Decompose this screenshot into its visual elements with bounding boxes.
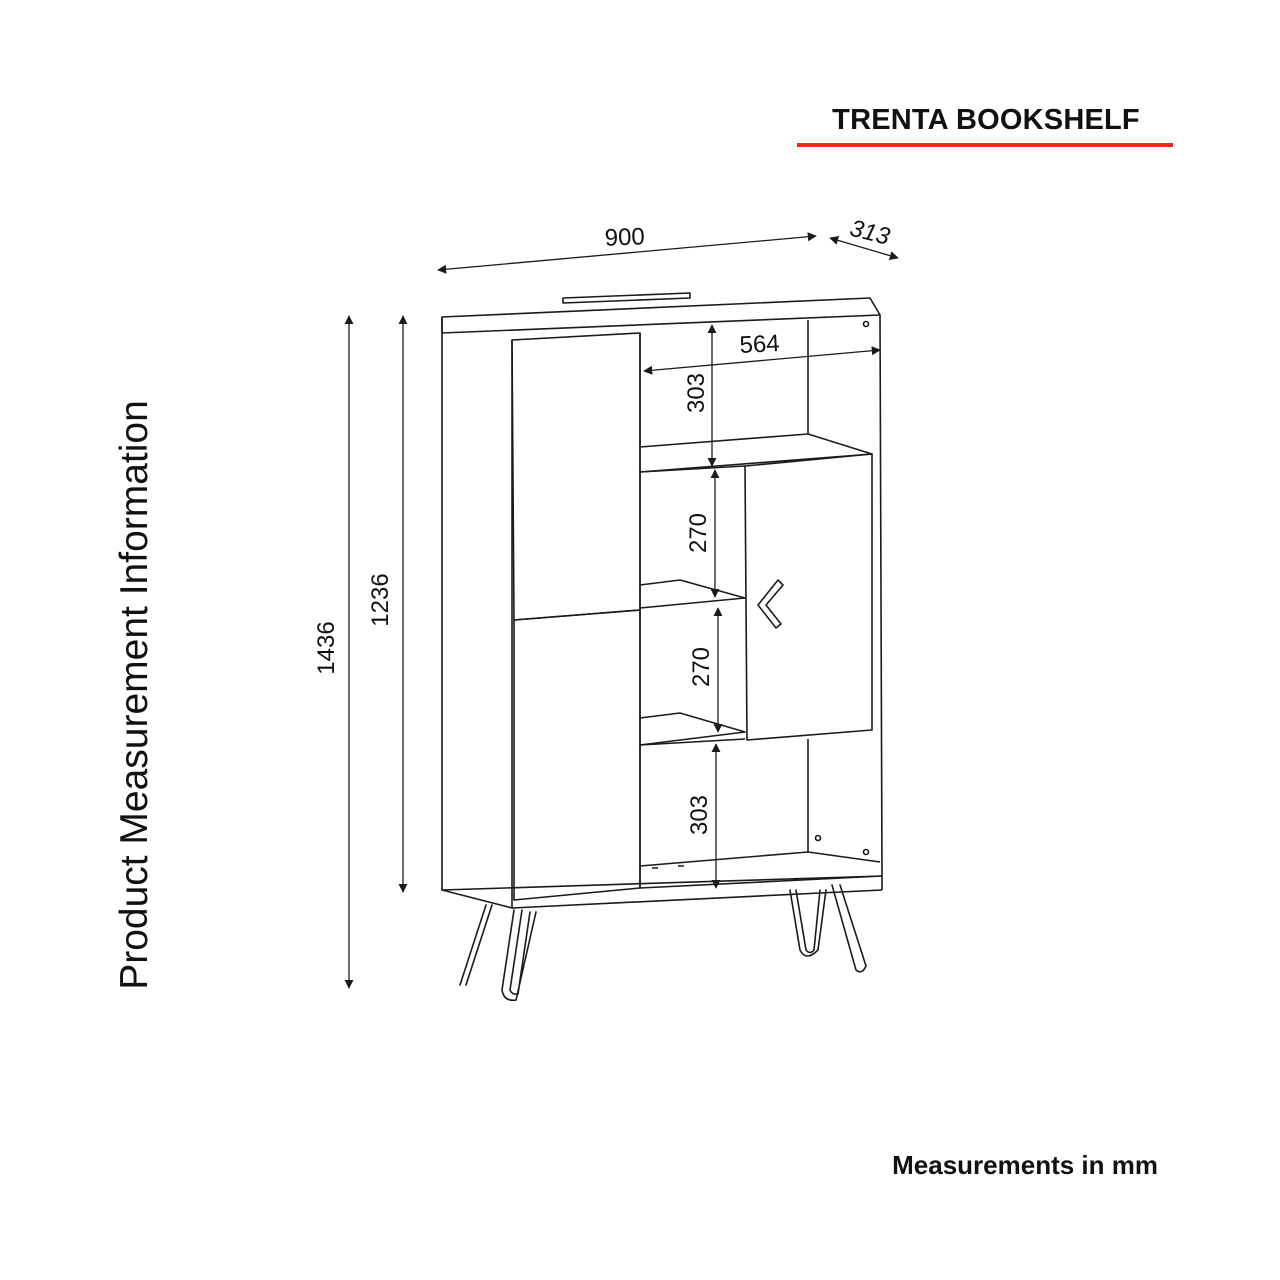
- dim-line-depth: [829, 235, 899, 261]
- left-lower-door: [513, 609, 641, 901]
- right-door: [744, 453, 873, 741]
- dim-line-width: [437, 232, 817, 274]
- hairpin-legs: [459, 884, 867, 1002]
- right-door-handle: [757, 579, 784, 629]
- top-slab: [441, 297, 881, 334]
- shelf-1-front: [639, 465, 746, 473]
- base-back-edge: [511, 889, 883, 909]
- shelf-3: [639, 712, 746, 746]
- left-upper-door: [511, 332, 641, 621]
- dim-middle-1-label: 270: [685, 513, 712, 553]
- dim-width-label: 900: [604, 223, 645, 251]
- dimension-lines: [344, 232, 899, 989]
- bookshelf-body: [441, 292, 883, 909]
- dim-middle-2-label: 270: [688, 647, 715, 687]
- left-side-panel: [441, 317, 513, 909]
- dim-bottom-compartment-label: 303: [686, 795, 713, 835]
- bottom-notch: [652, 865, 684, 869]
- bottom-shelf-front: [639, 875, 883, 889]
- title-underline: [797, 143, 1173, 147]
- dim-top-compartment-label: 303: [683, 373, 710, 413]
- shelf-2: [639, 579, 746, 609]
- leg-left-front: [501, 909, 537, 1002]
- bottom-shelf: [639, 851, 881, 867]
- shelf-4: [639, 738, 746, 746]
- dim-body-height-label: 1236: [367, 573, 394, 626]
- dim-line-inner-width: [643, 346, 881, 375]
- right-side-panel: [879, 314, 883, 877]
- top-slab-groove: [562, 292, 691, 304]
- page-title: TRENTA BOOKSHELF: [832, 104, 1140, 136]
- base-front-edge: [441, 875, 883, 891]
- units-note: Measurements in mm: [892, 1150, 1158, 1180]
- hole-top-right: [862, 320, 870, 328]
- shelf-1: [639, 433, 873, 473]
- dim-inner-width-label: 564: [739, 330, 780, 359]
- hole-bottom-right-2: [862, 848, 870, 856]
- dim-total-height-label: 1436: [313, 621, 340, 674]
- dimension-labels: 900 313 564 1436 1236 303 270 270 303: [313, 215, 893, 835]
- leg-left-back: [459, 904, 493, 986]
- leg-right-front: [831, 884, 867, 973]
- leg-right-back: [789, 889, 827, 957]
- hole-bottom-right: [814, 834, 822, 842]
